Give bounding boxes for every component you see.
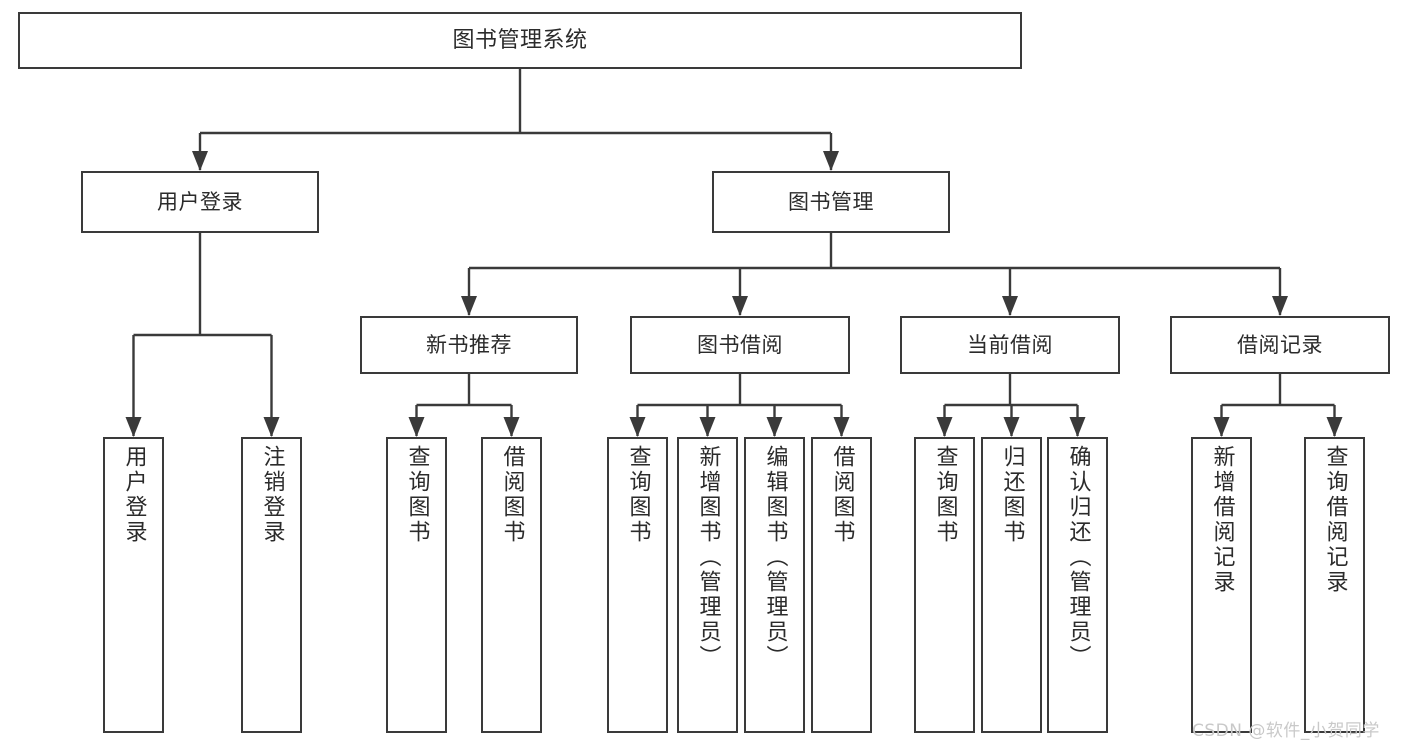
node-label: 确认归还（管理员） xyxy=(1065,445,1091,670)
watermark: CSDN @软件_小贺同学 xyxy=(1192,721,1380,741)
arrow-head-icon xyxy=(833,417,850,437)
node-label: 图书管理系统 xyxy=(452,27,588,53)
node-leaf-query-book-3: 查询图书 xyxy=(914,437,975,733)
node-label: 查询图书 xyxy=(625,445,651,545)
arrow-head-icon xyxy=(936,417,953,437)
node-label: 新增借阅记录 xyxy=(1209,445,1235,595)
node-leaf-borrow-book-1: 借阅图书 xyxy=(481,437,542,733)
node-label: 注销登录 xyxy=(259,445,285,545)
node-label: 借阅图书 xyxy=(829,445,855,545)
node-label: 新书推荐 xyxy=(426,332,512,357)
node-label: 查询借阅记录 xyxy=(1322,445,1348,595)
node-label: 当前借阅 xyxy=(967,332,1053,357)
node-current-borrow: 当前借阅 xyxy=(900,316,1120,374)
node-leaf-query-book-2: 查询图书 xyxy=(607,437,668,733)
arrow-head-icon xyxy=(823,151,839,171)
node-label: 用户登录 xyxy=(157,189,243,214)
node-label: 归还图书 xyxy=(999,445,1025,545)
node-leaf-user-login: 用户登录 xyxy=(103,437,164,733)
arrow-head-icon xyxy=(503,417,520,437)
arrow-head-icon xyxy=(629,417,646,437)
arrow-head-icon xyxy=(1003,417,1020,437)
arrow-head-icon xyxy=(192,151,208,171)
node-label: 用户登录 xyxy=(121,445,147,545)
node-root: 图书管理系统 xyxy=(18,12,1022,69)
node-label: 查询图书 xyxy=(932,445,958,545)
node-leaf-confirm-return: 确认归还（管理员） xyxy=(1047,437,1108,733)
node-label: 图书管理 xyxy=(788,189,874,214)
node-label: 借阅图书 xyxy=(499,445,525,545)
node-new-book-recommend: 新书推荐 xyxy=(360,316,578,374)
arrow-head-icon xyxy=(732,296,748,316)
arrow-head-icon xyxy=(125,417,142,437)
arrow-head-icon xyxy=(766,417,783,437)
node-user-login: 用户登录 xyxy=(81,171,319,233)
arrow-head-icon xyxy=(461,296,477,316)
arrow-head-icon xyxy=(408,417,425,437)
node-leaf-edit-book: 编辑图书（管理员） xyxy=(744,437,805,733)
arrow-head-icon xyxy=(1002,296,1018,316)
arrow-head-icon xyxy=(1213,417,1230,437)
node-leaf-return-book: 归还图书 xyxy=(981,437,1042,733)
node-leaf-add-record: 新增借阅记录 xyxy=(1191,437,1252,733)
node-leaf-query-book-1: 查询图书 xyxy=(386,437,447,733)
node-label: 新增图书（管理员） xyxy=(695,445,721,670)
node-book-manage: 图书管理 xyxy=(712,171,950,233)
node-book-borrow: 图书借阅 xyxy=(630,316,850,374)
node-leaf-query-record: 查询借阅记录 xyxy=(1304,437,1365,733)
node-label: 查询图书 xyxy=(404,445,430,545)
arrow-head-icon xyxy=(1326,417,1343,437)
node-label: 编辑图书（管理员） xyxy=(762,445,788,670)
node-borrow-record: 借阅记录 xyxy=(1170,316,1390,374)
node-leaf-logout: 注销登录 xyxy=(241,437,302,733)
node-label: 图书借阅 xyxy=(697,332,783,357)
node-leaf-add-book: 新增图书（管理员） xyxy=(677,437,738,733)
arrow-head-icon xyxy=(1272,296,1288,316)
arrow-head-icon xyxy=(699,417,716,437)
arrow-head-icon xyxy=(263,417,280,437)
node-label: 借阅记录 xyxy=(1237,332,1323,357)
arrow-head-icon xyxy=(1069,417,1086,437)
node-leaf-borrow-book-2: 借阅图书 xyxy=(811,437,872,733)
